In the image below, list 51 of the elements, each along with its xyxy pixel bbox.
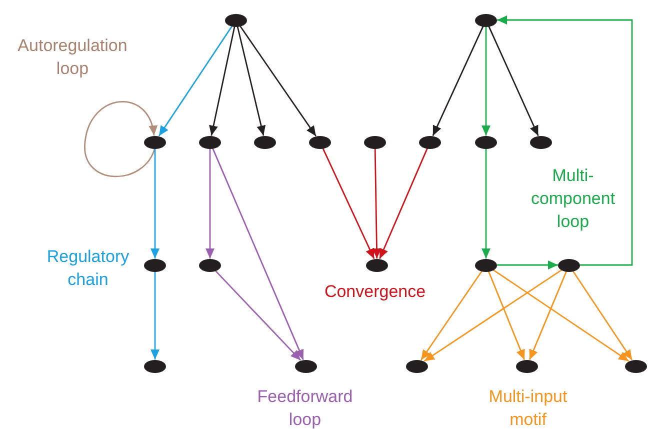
arrow bbox=[379, 148, 428, 259]
arrow bbox=[212, 148, 304, 360]
arrow bbox=[236, 26, 266, 136]
motif-label: Convergence bbox=[323, 281, 427, 303]
motif-label: Regulatory chain bbox=[46, 246, 130, 291]
motif-label: Multi-component loop bbox=[530, 165, 616, 233]
arrow bbox=[432, 26, 484, 136]
node-ellipse bbox=[625, 360, 647, 372]
node-ellipse bbox=[475, 258, 497, 272]
node-ellipse bbox=[144, 360, 166, 372]
arrow bbox=[322, 148, 375, 259]
arrow bbox=[214, 270, 302, 361]
node-ellipse bbox=[199, 258, 221, 272]
node-ellipse bbox=[475, 14, 497, 26]
arrow bbox=[372, 148, 382, 259]
arrow bbox=[150, 272, 160, 360]
arrow bbox=[158, 26, 233, 136]
arrow bbox=[206, 148, 214, 258]
arrow bbox=[497, 16, 633, 266]
arrow bbox=[572, 270, 633, 360]
node-ellipse bbox=[199, 136, 221, 148]
arrow bbox=[497, 260, 558, 270]
node-ellipse bbox=[406, 360, 428, 372]
arrow bbox=[482, 26, 490, 136]
arrow bbox=[424, 269, 562, 362]
arrow bbox=[488, 26, 539, 136]
motif-label: Autoregulation loop bbox=[16, 35, 128, 80]
arrow bbox=[528, 271, 568, 360]
node-ellipse bbox=[558, 258, 580, 272]
node-ellipse bbox=[254, 136, 276, 148]
node-ellipse bbox=[309, 136, 331, 148]
node-ellipse bbox=[530, 136, 552, 148]
arrow bbox=[209, 26, 236, 136]
motif-label: Multi-input motif bbox=[488, 386, 568, 429]
motif-label: Feedforward loop bbox=[256, 386, 354, 429]
arrow bbox=[482, 148, 490, 258]
node-ellipse bbox=[475, 136, 497, 148]
arrow bbox=[420, 270, 482, 360]
node-ellipse bbox=[225, 14, 247, 26]
node-ellipse bbox=[144, 258, 166, 272]
arrow bbox=[150, 148, 160, 258]
arrow bbox=[488, 271, 526, 360]
arrow bbox=[240, 26, 316, 136]
arrow bbox=[84, 101, 157, 178]
node-ellipse bbox=[366, 258, 388, 272]
node-ellipse bbox=[419, 136, 441, 148]
node-ellipse bbox=[144, 136, 166, 148]
arrow bbox=[492, 269, 630, 362]
node-ellipse bbox=[516, 360, 538, 372]
node-ellipse bbox=[295, 360, 317, 372]
node-ellipse bbox=[364, 136, 386, 148]
